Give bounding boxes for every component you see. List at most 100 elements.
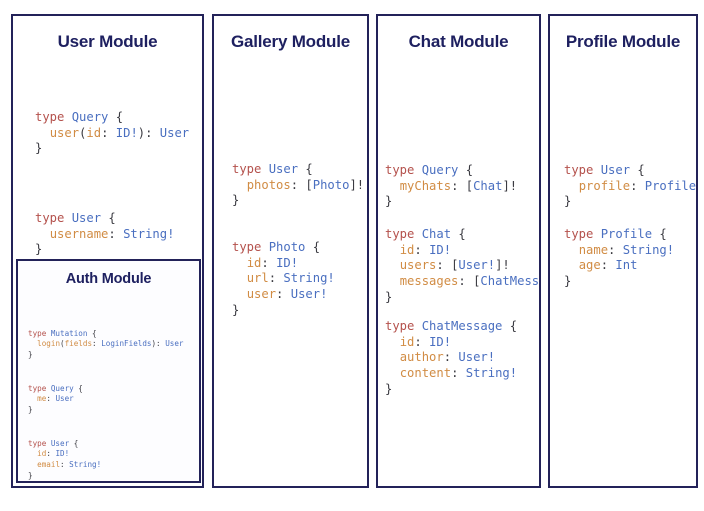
code-token <box>385 179 400 193</box>
code-token: { <box>87 328 97 338</box>
code-token: String! <box>123 226 175 241</box>
code-token: user <box>246 287 277 302</box>
code-token <box>35 227 50 241</box>
code-line: } <box>564 274 674 290</box>
code-token: Query <box>50 383 74 393</box>
code-token: LoginFields <box>101 339 152 349</box>
code-token: id <box>399 334 415 349</box>
code-line: } <box>28 350 184 361</box>
code-token: : <box>46 394 56 404</box>
code-token: : <box>101 125 116 140</box>
code-token: } <box>232 303 240 318</box>
code-token: : <box>443 350 459 365</box>
code-token: : <box>414 334 430 349</box>
code-token: ID! <box>55 449 70 459</box>
code-token: { <box>502 318 518 333</box>
code-token: type <box>385 226 422 241</box>
code-token: type <box>28 383 51 393</box>
module-card-gallery[interactable]: Gallery Module type User { photos: [Phot… <box>212 14 369 488</box>
code-token <box>232 178 247 192</box>
code-lines: type Mutation { login(fields: LoginField… <box>28 329 184 361</box>
code-line: } <box>35 141 189 157</box>
code-token: id <box>37 449 47 459</box>
module-card-auth[interactable]: Auth Module type Mutation { login(fields… <box>16 259 201 483</box>
code-block-gallery-photo: type Photo { id: ID! url: String! user: … <box>232 208 335 351</box>
code-line: } <box>385 382 517 398</box>
code-token: ID! <box>429 242 452 257</box>
code-token: username <box>49 226 109 241</box>
code-token: } <box>35 242 43 257</box>
code-block-profile-profile: type Profile { name: String! age: Int} <box>564 195 674 322</box>
code-token: } <box>35 141 43 156</box>
code-line: } <box>232 193 364 209</box>
code-token: User <box>50 438 70 448</box>
code-block-chat-query: type Query { myChats: [Chat]!} <box>385 131 517 242</box>
code-token: ( <box>79 125 87 140</box>
code-line: type Profile { <box>564 227 674 243</box>
code-line: } <box>385 194 517 210</box>
code-token: } <box>564 274 572 289</box>
code-token: User <box>55 394 74 404</box>
code-token: type <box>564 226 601 241</box>
code-lines: type User { profile: Profile!} <box>564 162 696 211</box>
code-token: : <box>458 274 474 289</box>
code-line: } <box>35 242 174 258</box>
module-card-user[interactable]: User Module type Query { user(id: ID!): … <box>11 14 204 488</box>
code-line: users: [User!]! <box>385 258 539 274</box>
code-token: : <box>46 449 56 459</box>
code-token: type <box>28 328 51 338</box>
code-token: messages <box>399 274 459 289</box>
code-block-auth-user: type User { id: ID! email: String!} <box>28 417 102 481</box>
code-token: : <box>261 255 277 270</box>
code-token: login <box>37 339 61 349</box>
code-block-chat-chat: type Chat { id: ID! users: [User!]! mess… <box>385 195 540 338</box>
code-token: content <box>399 366 452 381</box>
code-token: author <box>399 350 444 365</box>
code-lines: type Query { myChats: [Chat]!} <box>385 163 517 211</box>
code-line: url: String! <box>232 271 335 287</box>
code-token <box>28 449 37 458</box>
code-token: ChatMessage <box>480 274 540 289</box>
code-token: { <box>69 438 79 448</box>
code-token: User <box>165 339 184 349</box>
module-card-chat[interactable]: Chat Module type Query { myChats: [Chat]… <box>376 14 541 488</box>
code-line: } <box>28 471 101 481</box>
code-token: { <box>101 210 116 225</box>
code-token: : <box>600 258 616 273</box>
code-token: : <box>290 177 306 192</box>
code-lines: type Photo { id: ID! url: String! user: … <box>232 240 335 319</box>
code-token: { <box>108 109 124 124</box>
code-token: : <box>414 242 430 257</box>
code-lines: type User { username: String!} <box>35 211 174 259</box>
code-token: User! <box>458 350 496 365</box>
code-line: type User { <box>35 211 174 227</box>
code-token: id <box>86 125 102 140</box>
code-token <box>385 258 400 272</box>
code-token: String! <box>283 271 335 286</box>
code-token: fields <box>64 339 93 349</box>
code-token: Photo <box>312 177 350 192</box>
code-line: } <box>564 194 696 210</box>
code-token: String! <box>69 460 102 470</box>
code-token <box>385 335 400 349</box>
code-token: ): <box>151 339 166 349</box>
code-token: photos <box>246 177 291 192</box>
code-lines: type ChatMessage { id: ID! author: User!… <box>385 319 517 398</box>
code-token: User <box>71 210 102 225</box>
code-token: User <box>600 162 631 177</box>
code-lines: type Query { me: User} <box>28 384 83 416</box>
code-token: : <box>108 226 124 241</box>
module-card-profile[interactable]: Profile Module type User { profile: Prof… <box>548 14 698 488</box>
code-token: [ <box>473 274 481 289</box>
code-token: ID! <box>429 334 452 349</box>
code-token: : <box>608 242 623 257</box>
code-token: me <box>37 394 47 404</box>
code-block-auth-mutation: type Mutation { login(fields: LoginField… <box>28 307 184 382</box>
code-line: id: ID! <box>232 256 335 272</box>
code-token: Photo <box>268 239 306 254</box>
code-lines: type Query { user(id: ID!): User} <box>35 110 189 158</box>
code-line: type ChatMessage { <box>385 319 517 335</box>
code-token: } <box>28 405 33 415</box>
code-token: type <box>385 318 422 333</box>
code-line: user: User! <box>232 287 335 303</box>
